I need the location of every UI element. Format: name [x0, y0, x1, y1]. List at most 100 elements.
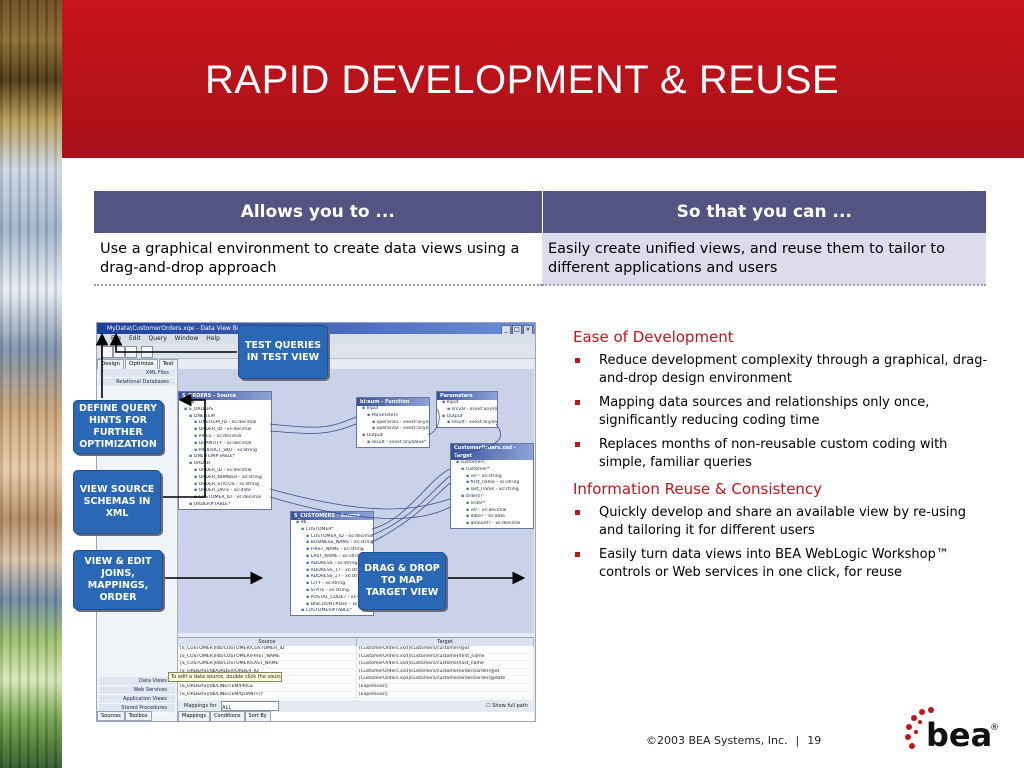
node-row: CUSTOMER#TABLE* — [291, 608, 373, 615]
node-row: amount? - xs:decimal — [451, 521, 533, 528]
node-row: CUSTOMER* — [291, 527, 373, 534]
table-row: [S_ORDERS]/db/LINEITEM/PRICE [Expression… — [178, 683, 534, 692]
mapping-line — [371, 468, 451, 530]
table-row: [S_CUSTOMER]/db/CUSTOMER/LAST_NAME [Cust… — [178, 661, 534, 669]
mapping-target-cell: [CustomerOrders.xsd]/customers/customer/… — [357, 646, 534, 653]
callout-drag-drop: DRAG & DROP TO MAP TARGET VIEW — [358, 552, 446, 610]
decorative-photo-strip — [0, 0, 62, 768]
footer-copyright: ©2003 BEA Systems, Inc. — [646, 734, 788, 747]
mapping-source-cell: [S_ORDERS]/db/ORDER/ORDER_ID — [178, 668, 357, 676]
node-row: operand1 - xsext:anyValue* — [357, 420, 429, 427]
table-row: [S_CUSTOMER]/db/CUSTOMER/FIRST_NAME [Cus… — [178, 653, 534, 662]
mapping-target-cell: [CustomerOrders.xsd]/customers/customer/… — [357, 661, 534, 668]
node-row: CITY - xs:string — [291, 581, 373, 588]
mapping-line — [269, 423, 357, 434]
node-row: result - xsext:anyValue* — [357, 440, 429, 447]
mapping-source-cell: [S_CUSTOMER]/db/CUSTOMER/CUSTOMER_ID — [178, 646, 357, 653]
mapping-line — [371, 475, 451, 536]
mapping-line — [371, 482, 451, 543]
table-row: [S_CUSTOMER]/db/CUSTOMER/CUSTOMER_ID [Cu… — [178, 646, 534, 654]
tab-mappings: Mappings — [178, 711, 211, 721]
logo-registered-mark: ® — [990, 723, 999, 733]
tab-sort-by: Sort By — [244, 711, 271, 721]
mappings-footer: Mappings for ALL ☐ Show full path — [178, 700, 534, 712]
footer-separator: | — [795, 734, 800, 747]
mapping-line — [269, 416, 357, 428]
node-row: customer* — [451, 467, 533, 474]
node-row: result - xsext:anyValue* — [437, 420, 497, 427]
feature-bullets: Ease of Development Reduce development c… — [573, 326, 993, 588]
bullet-item: Mapping data sources and relationships o… — [573, 394, 993, 430]
mapping-line — [269, 496, 451, 519]
table-header-allows: Allows you to ... — [94, 191, 543, 233]
mappings-for-value: ALL — [222, 704, 232, 711]
tab-sources: Sources — [97, 711, 125, 721]
node-row: S_ORDERS — [179, 407, 271, 414]
list-item: Application Views — [99, 695, 175, 704]
node-row: ORDER_NUMBER - xs:string — [179, 475, 271, 482]
mappings-for-select: ALL — [221, 700, 280, 711]
menu-edit: Edit — [128, 335, 141, 342]
table-row: Use a graphical environment to create da… — [94, 233, 986, 285]
slide-footer: ©2003 BEA Systems, Inc.|19 — [646, 734, 821, 747]
mapping-target-cell: [Expression] — [357, 691, 534, 699]
node-row: id? - xs:decimal — [451, 508, 533, 515]
comparison-table: Allows you to ... So that you can ... Us… — [94, 191, 986, 286]
node-row: ORDER — [179, 461, 271, 468]
node-row: DISCOUNT#DEF - xs:string — [291, 602, 373, 609]
node-row: ORDER_ID - xs:decimal — [179, 468, 271, 475]
slide-title: RAPID DEVELOPMENT & REUSE — [205, 58, 840, 102]
bullet-item: Easily turn data views into BEA WebLogic… — [573, 546, 993, 582]
node-row: CUSTOMER_ID - xs:decimal — [179, 495, 271, 502]
mapping-source-cell: [S_ORDERS]/db/LINEITEM/PRICE — [178, 683, 357, 691]
node-row: first_name - xs:string — [451, 480, 533, 487]
mappings-header-source: Source — [178, 638, 357, 646]
mapping-target-cell: [Expression] — [357, 683, 534, 691]
node-row: LINEITEM#TABLE* — [179, 454, 271, 461]
node-row: ORDER_DATE - xs:date — [179, 488, 271, 495]
node-row: ORDER_ID - xs:decimal — [179, 427, 271, 434]
tab-conditions: Conditions — [210, 711, 245, 721]
node-row: CUSTOMER_ID - xs:decimal — [291, 534, 373, 541]
node-row: Output — [437, 414, 497, 421]
mapping-target-cell: [CustomerOrders.xsd]/customers/customer/… — [357, 676, 534, 683]
node-row: BUSINESS_NAME - xs:string — [291, 540, 373, 547]
node-title: S_ORDERS - Source — [179, 392, 271, 400]
toolbox-list: Data Views Web Services Application View… — [99, 677, 175, 713]
node-row: ORDER#TABLE* — [179, 502, 271, 509]
node-row: LINEITEM_ID - xs:decimal — [179, 420, 271, 427]
node-row: ADDRESS_1? - xs:string — [291, 568, 373, 575]
screenshot-window-title: MyData\CustomerOrders.xqe - Data View Bu… — [107, 325, 254, 332]
node-row: date? - xs:date — [451, 514, 533, 521]
source-list: XML Files Relational Databases — [99, 369, 175, 387]
menu-window: Window — [174, 335, 199, 342]
mapping-target-cell: [CustomerOrders.xsd]/customers/customer/… — [357, 668, 534, 676]
node-row: Input — [357, 406, 429, 413]
tab-toolbox: Toolbox — [124, 711, 152, 721]
target-node: CustomerOrders.xsd - Target customers cu… — [450, 443, 534, 529]
header-banner — [0, 0, 1024, 158]
mappings-panel: Source Target [S_CUSTOMER]/db/CUSTOMER/C… — [178, 637, 534, 721]
node-title: bl:aum - Function — [357, 398, 429, 406]
orders-source-node: S_ORDERS - Source db S_ORDERS LINEITEM L… — [178, 391, 272, 510]
table-cell-allows: Use a graphical environment to create da… — [94, 233, 542, 285]
section-heading-reuse: Information Reuse & Consistency — [573, 480, 823, 498]
node-title: Parameters — [437, 392, 497, 400]
arrow-view-schemas — [162, 393, 206, 498]
section-heading-ease: Ease of Development — [573, 328, 734, 346]
node-row: order* — [451, 501, 533, 508]
table-cell-so-that: Easily create unified views, and reuse t… — [542, 233, 986, 285]
logo-text: bea — [926, 716, 992, 754]
node-row: db — [291, 520, 373, 527]
menu-help: Help — [206, 335, 220, 342]
mappings-for-label: Mappings for — [184, 703, 217, 709]
table-row: [S_ORDERS]/db/ORDER/ORDER_ID [CustomerOr… — [178, 668, 534, 677]
mapping-source-cell: [S_CUSTOMER]/db/CUSTOMER/FIRST_NAME — [178, 653, 357, 661]
node-row: PRICE - xs:decimal — [179, 434, 271, 441]
node-row: last_name - xs:string — [451, 487, 533, 494]
mapping-source-cell: [S_CUSTOMER]/db/CUSTOMER/LAST_NAME — [178, 661, 357, 668]
mappings-header-target: Target — [357, 638, 534, 646]
